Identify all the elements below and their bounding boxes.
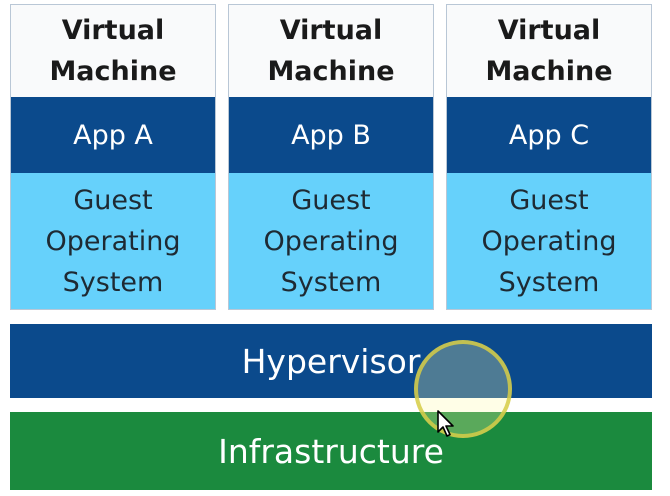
cursor-highlight [414,340,512,438]
app-a-layer: App A [11,97,215,173]
vm-title-line: Virtual [61,15,165,46]
guest-os-line: System [498,266,600,298]
guest-os-layer: Guest Operating System [229,173,433,309]
vm-title-line: Virtual [497,15,601,46]
app-b-layer: App B [229,97,433,173]
vm-title-line: Machine [267,56,395,87]
guest-os-layer: Guest Operating System [447,173,651,309]
vm-title: Virtual Machine [447,5,651,97]
app-label: App C [508,119,590,151]
guest-os-line: Guest [509,184,589,216]
vm-title: Virtual Machine [11,5,215,97]
vm-title-line: Virtual [279,15,383,46]
mouse-pointer-icon [437,410,454,437]
infrastructure-label: Infrastructure [218,431,444,471]
guest-os-line: Operating [481,225,617,257]
guest-os-line: System [62,266,164,298]
guest-os-line: Operating [263,225,399,257]
guest-os-line: Guest [291,184,371,216]
guest-os-line: Operating [45,225,181,257]
vm-title-line: Machine [485,56,613,87]
virtual-machine-c: Virtual Machine App C Guest Operating Sy… [446,4,652,310]
hypervisor-layer: Hypervisor [10,324,652,398]
vm-title: Virtual Machine [229,5,433,97]
app-label: App A [73,119,153,151]
app-c-layer: App C [447,97,651,173]
vm-title-line: Machine [49,56,177,87]
virtual-machine-a: Virtual Machine App A Guest Operating Sy… [10,4,216,310]
guest-os-line: System [280,266,382,298]
virtual-machine-b: Virtual Machine App B Guest Operating Sy… [228,4,434,310]
guest-os-layer: Guest Operating System [11,173,215,309]
hypervisor-label: Hypervisor [241,341,421,381]
infrastructure-layer: Infrastructure [10,412,652,490]
guest-os-line: Guest [73,184,153,216]
app-label: App B [291,119,371,151]
